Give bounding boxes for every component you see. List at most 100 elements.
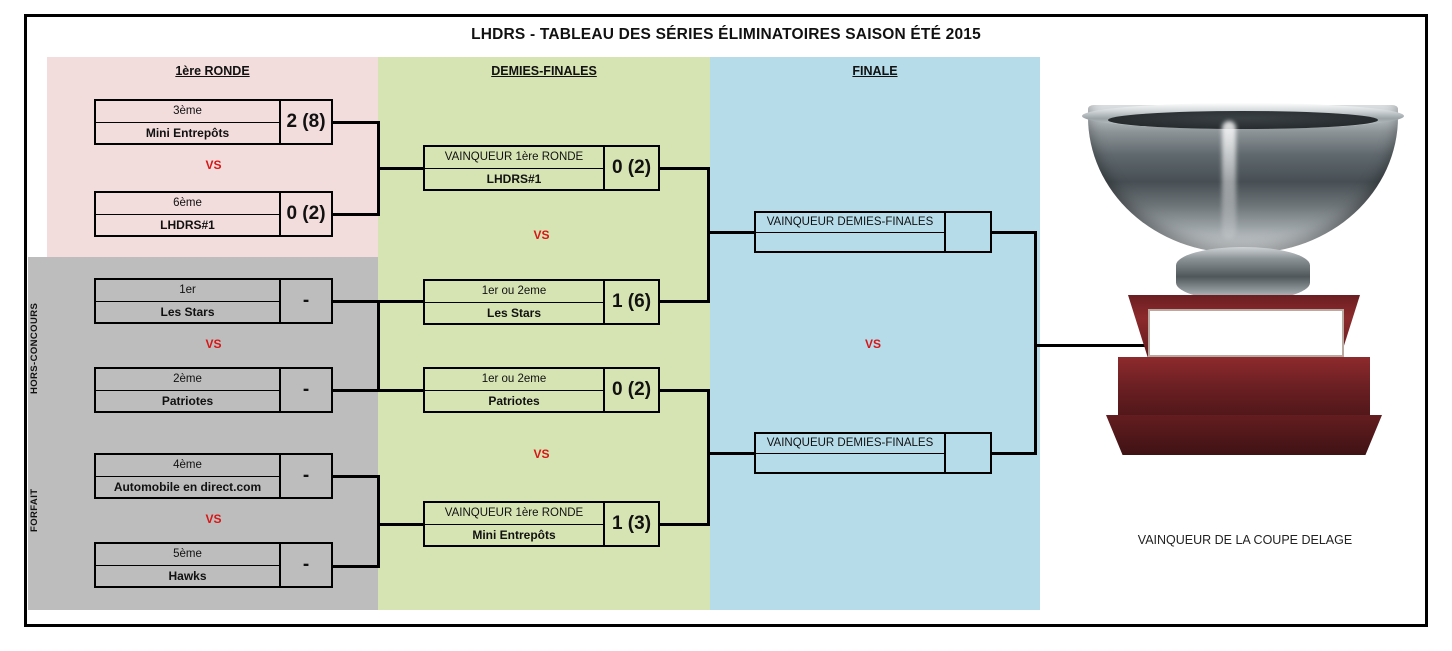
score-cell: 1 (3) <box>603 503 658 545</box>
seed-label: 4ème <box>96 455 279 477</box>
score-cell <box>944 434 990 472</box>
group-label-hors-concours: HORS-CONCOURS <box>29 302 40 394</box>
group-label-forfait: FORFAIT <box>29 488 40 532</box>
team-name: Mini Entrepôts <box>472 527 556 542</box>
vs-label: VS <box>533 228 550 242</box>
connector-line <box>333 389 380 392</box>
match-row[interactable]: 1er ou 2eme Les Stars 1 (6) <box>423 279 660 325</box>
connector-line <box>992 231 1036 234</box>
seed-label: 1er ou 2eme <box>425 281 603 303</box>
match-row[interactable]: 4ème Automobile en direct.com - <box>94 453 333 499</box>
seed-label: VAINQUEUR DEMIES-FINALES <box>756 434 944 454</box>
score-cell: 1 (6) <box>603 281 658 323</box>
connector-line <box>333 565 380 568</box>
hors-concours-band <box>28 257 378 436</box>
match-row[interactable]: 2ème Patriotes - <box>94 367 333 413</box>
connector-line <box>992 452 1036 455</box>
connector-line <box>333 213 380 216</box>
connector-line <box>377 475 380 568</box>
team-name <box>756 233 944 252</box>
team-name: Mini Entrepôts <box>145 125 230 140</box>
vs-label: VS <box>864 337 881 351</box>
score-cell: - <box>279 544 331 586</box>
trophy-image <box>1070 103 1415 495</box>
vs-label: VS <box>205 512 222 526</box>
seed-label: VAINQUEUR 1ère RONDE <box>425 503 603 525</box>
score-cell: - <box>279 455 331 497</box>
score-cell <box>944 213 990 251</box>
team-name: Les Stars <box>486 305 542 320</box>
team-column: VAINQUEUR 1ère RONDE LHDRS#1 <box>425 147 603 189</box>
match-row[interactable]: 1er ou 2eme Patriotes 0 (2) <box>423 367 660 413</box>
seed-label: 6ème <box>96 193 279 215</box>
match-row[interactable]: 1er Les Stars - <box>94 278 333 324</box>
match-row[interactable]: VAINQUEUR 1ère RONDE Mini Entrepôts 1 (3… <box>423 501 660 547</box>
trophy-stem <box>1176 247 1310 301</box>
seed-label: VAINQUEUR DEMIES-FINALES <box>756 213 944 233</box>
match-row[interactable]: 6ème LHDRS#1 0 (2) <box>94 191 333 237</box>
score-cell: - <box>279 280 331 322</box>
vs-label: VS <box>205 337 222 351</box>
seed-label: 5ème <box>96 544 279 566</box>
team-column: VAINQUEUR 1ère RONDE Mini Entrepôts <box>425 503 603 545</box>
match-row[interactable]: VAINQUEUR DEMIES-FINALES <box>754 432 992 474</box>
team-name: LHDRS#1 <box>486 171 542 186</box>
team-column: 1er ou 2eme Les Stars <box>425 281 603 323</box>
score-cell: 0 (2) <box>279 193 331 235</box>
connector-line <box>707 452 756 455</box>
seed-label: 2ème <box>96 369 279 391</box>
connector-line <box>707 231 756 234</box>
trophy-bowl-interior <box>1108 111 1378 129</box>
trophy-caption: VAINQUEUR DE LA COUPE DELAGE <box>1137 533 1353 547</box>
team-column: 2ème Patriotes <box>96 369 279 411</box>
seed-label: 3ème <box>96 101 279 123</box>
seed-label: 1er <box>96 280 279 302</box>
team-name: Hawks <box>168 568 207 583</box>
score-cell: - <box>279 369 331 411</box>
seed-label: 1er ou 2eme <box>425 369 603 391</box>
connector-line <box>660 167 710 170</box>
match-row[interactable]: VAINQUEUR DEMIES-FINALES <box>754 211 992 253</box>
team-name: Patriotes <box>161 393 214 408</box>
connector-line <box>1034 231 1037 455</box>
connector-line <box>377 300 424 303</box>
match-row[interactable]: 3ème Mini Entrepôts 2 (8) <box>94 99 333 145</box>
connector-line <box>377 300 380 392</box>
score-cell: 0 (2) <box>603 147 658 189</box>
trophy-base-middle <box>1118 357 1370 419</box>
match-row[interactable]: VAINQUEUR 1ère RONDE LHDRS#1 0 (2) <box>423 145 660 191</box>
team-column: 5ème Hawks <box>96 544 279 586</box>
team-name: Les Stars <box>160 304 215 319</box>
team-column: 1er Les Stars <box>96 280 279 322</box>
trophy-highlight <box>1222 121 1236 239</box>
round1-band <box>47 57 378 257</box>
connector-line <box>1034 344 1152 347</box>
team-name: Automobile en direct.com <box>113 479 262 494</box>
team-name <box>756 454 944 473</box>
connector-line <box>707 389 710 526</box>
trophy-engraving-plate <box>1148 309 1344 357</box>
score-cell: 2 (8) <box>279 101 331 143</box>
connector-line <box>333 475 380 478</box>
connector-line <box>707 167 710 303</box>
connector-line <box>660 300 710 303</box>
connector-line <box>377 389 424 392</box>
match-row[interactable]: 5ème Hawks - <box>94 542 333 588</box>
team-column: 3ème Mini Entrepôts <box>96 101 279 143</box>
round-header-semifinals: DEMIES-FINALES <box>491 64 597 78</box>
seed-label: VAINQUEUR 1ère RONDE <box>425 147 603 169</box>
team-column: 6ème LHDRS#1 <box>96 193 279 235</box>
team-column: VAINQUEUR DEMIES-FINALES <box>756 213 944 251</box>
vs-label: VS <box>533 447 550 461</box>
connector-line <box>660 389 710 392</box>
forfait-band <box>28 436 378 610</box>
team-name: Patriotes <box>488 393 540 408</box>
round-header-final: FINALE <box>852 64 898 78</box>
connector-line <box>660 523 710 526</box>
semifinals-band <box>378 57 710 610</box>
final-band <box>710 57 1040 610</box>
team-column: 1er ou 2eme Patriotes <box>425 369 603 411</box>
connector-line <box>377 167 424 170</box>
score-cell: 0 (2) <box>603 369 658 411</box>
